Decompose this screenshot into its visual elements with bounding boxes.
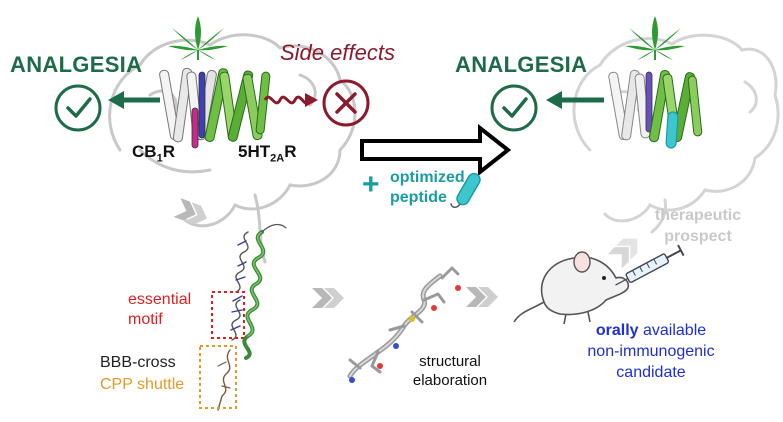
check-circle-icon: [54, 84, 102, 132]
cb1r-receptor: [159, 67, 217, 149]
elaborated-peptide-structure: [347, 266, 460, 379]
chevron-icon-1: [173, 198, 211, 228]
side-effects-label: Side effects: [280, 40, 395, 65]
essential-motif-box: [211, 291, 245, 339]
analgesia-label-right: ANALGESIA: [455, 52, 588, 77]
cb1r-label: CB1R: [132, 142, 175, 165]
check-circle-icon-right: [490, 84, 538, 132]
transition-arrow: [360, 123, 512, 177]
cannabis-leaf-icon-right: [624, 15, 686, 61]
analgesia-arrow: [108, 91, 160, 109]
bbb-cross-label: BBB-cross: [100, 354, 176, 371]
5ht2ar-receptor: [204, 68, 271, 142]
cannabis-leaf-icon: [167, 15, 229, 61]
analgesia-label-left: ANALGESIA: [10, 52, 143, 77]
cpp-shuttle-box: [199, 345, 237, 409]
side-effects-arrow: [263, 93, 318, 107]
chevron-icon-2: [312, 288, 344, 308]
peptide-tube-icon: [450, 172, 481, 208]
peptide-atoms: [349, 285, 461, 383]
peptide-helix-structure: [217, 223, 287, 411]
analgesia-arrow-right: [546, 91, 604, 109]
optimized-peptide-label: optimized peptide: [390, 169, 465, 206]
right-receptor-complex: [608, 69, 703, 149]
5ht2ar-label: 5HT2AR: [238, 142, 297, 165]
mouse-icon: [513, 251, 630, 325]
syringe-icon: [615, 244, 685, 286]
cpp-shuttle-label: CPP shuttle: [100, 376, 185, 393]
plus-sign: +: [362, 168, 380, 201]
chevron-icon-3: [466, 287, 498, 307]
cross-circle-icon: [322, 79, 370, 127]
